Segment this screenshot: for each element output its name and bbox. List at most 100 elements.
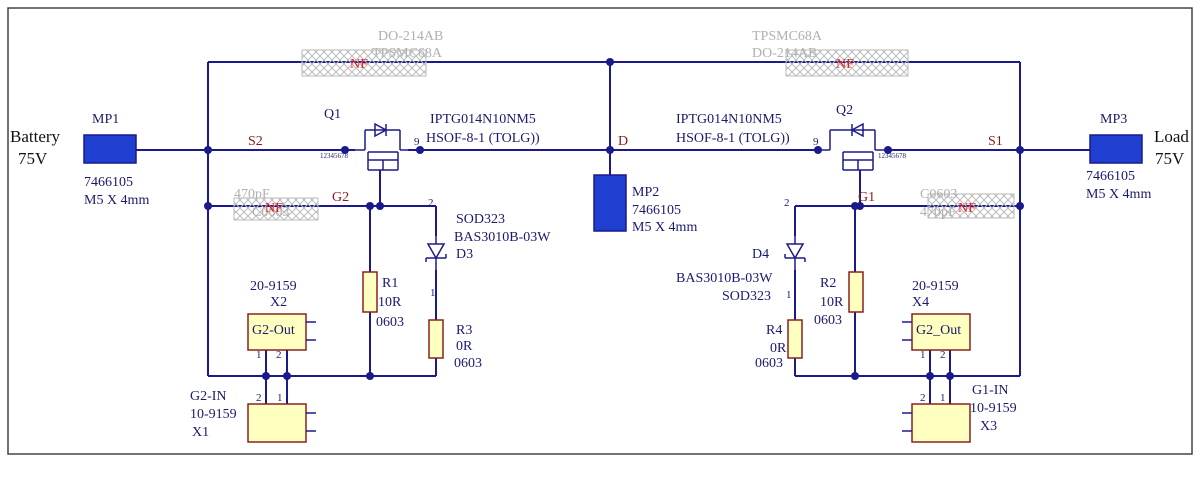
x3-connector [911,403,971,443]
sheet-border [7,7,1193,455]
junction-dots [204,58,1024,380]
d4-package: SOD323 [722,289,771,304]
load-voltage: 75V [1155,149,1185,168]
r3-package: 0603 [454,356,482,371]
q2-mosfet [820,122,885,171]
d4-ref: D4 [752,247,769,262]
x2-body-label: G2-Out [252,323,295,338]
r1-resistor [362,271,378,313]
cap-right-nf: NF [958,201,976,216]
net-label-g2: G2 [332,190,349,205]
x1-net: G2-IN [190,389,227,404]
r4-resistor [787,319,803,359]
cap-left-nf: NF [265,201,283,216]
x4-body-label: G2_Out [916,323,961,338]
net-label-s1: S1 [988,134,1003,149]
tvs-left-package: DO-214AB [378,29,443,44]
d4-pin1: 1 [786,289,792,301]
tvs-right-dnp [785,49,909,77]
q1-package: HSOF-8-1 (TOLG)) [426,131,540,146]
q1-pin9: 9 [414,136,420,148]
net-label-s2: S2 [248,134,263,149]
mp3-size: M5 X 4mm [1086,187,1151,202]
tvs-right-part: TPSMC68A [752,29,823,44]
x3-part: 10-9159 [970,401,1017,416]
x3-ref: X3 [980,419,997,434]
cap-right-value: 470pF [920,205,956,220]
r2-value: 10R [820,295,844,310]
r2-ref: R2 [820,276,836,291]
r4-ref: R4 [766,323,782,338]
cap-right-dnp [927,193,1015,219]
mp1-part: 7466105 [84,175,133,190]
x4-pin1: 1 [920,349,926,361]
x2-part: 20-9159 [250,279,297,294]
r2-package: 0603 [814,313,842,328]
cap-left-dnp [233,197,319,221]
battery-voltage: 75V [18,149,48,168]
net-label-d: D [618,134,628,149]
d3-pin2: 2 [428,197,434,209]
r3-resistor [428,319,444,359]
q2-part: IPTG014N10NM5 [676,112,782,127]
d3-pin1: 1 [430,287,436,299]
x3-pin1: 1 [940,392,946,404]
q2-package: HSOF-8-1 (TOLG)) [676,131,790,146]
r1-package: 0603 [376,315,404,330]
r3-value: 0R [456,339,473,354]
x4-pin2: 2 [940,349,946,361]
x1-part: 10-9159 [190,407,237,422]
mp1-size: M5 X 4mm [84,193,149,208]
tvs-right-nf: NF [836,57,854,72]
x2-connector [247,313,307,351]
q2-pin9: 9 [813,136,819,148]
x2-pin2: 2 [276,349,282,361]
d3-part: BAS3010B-03W [454,230,551,245]
x2-pin1: 1 [256,349,262,361]
d4-diode [784,236,806,270]
mp1-ref: MP1 [92,112,119,127]
tvs-left-dnp [301,49,427,77]
d3-package: SOD323 [456,212,505,227]
d3-ref: D3 [456,247,473,262]
mp1-pad [83,134,137,164]
x2-ref: X2 [270,295,287,310]
d4-pin2: 2 [784,197,790,209]
r1-value: 10R [378,295,402,310]
q1-mosfet [355,122,408,171]
mp2-part: 7466105 [632,203,681,218]
x4-part: 20-9159 [912,279,959,294]
battery-label: Battery [10,127,61,146]
mp3-pad [1089,134,1143,164]
q1-part: IPTG014N10NM5 [430,112,536,127]
mp2-size: M5 X 4mm [632,220,697,235]
net-label-g1: G1 [858,190,875,205]
mp3-part: 7466105 [1086,169,1135,184]
q2-pin-numbers: 12345678 [878,152,907,160]
r3-ref: R3 [456,323,472,338]
q1-pin-numbers: 12345678 [320,152,349,160]
x3-pin2: 2 [920,392,926,404]
x1-pin2: 2 [256,392,262,404]
mp2-ref: MP2 [632,185,659,200]
x4-connector [911,313,971,351]
tvs-left-nf: NF [350,57,368,72]
q1-ref: Q1 [324,107,341,122]
x3-net: G1-IN [972,383,1009,398]
r4-value: 0R [770,341,787,356]
mp2-pad [593,174,627,232]
x1-ref: X1 [192,425,209,440]
r4-package: 0603 [755,356,783,371]
d4-part: BAS3010B-03W [676,271,773,286]
x1-pin1: 1 [277,392,283,404]
mp3-ref: MP3 [1100,112,1127,127]
d3-diode [425,236,447,270]
r2-resistor [848,271,864,313]
x1-connector [247,403,307,443]
cap-left-package: C0603 [252,205,289,220]
load-label: Load [1154,127,1189,146]
r1-ref: R1 [382,276,398,291]
q2-ref: Q2 [836,103,853,118]
